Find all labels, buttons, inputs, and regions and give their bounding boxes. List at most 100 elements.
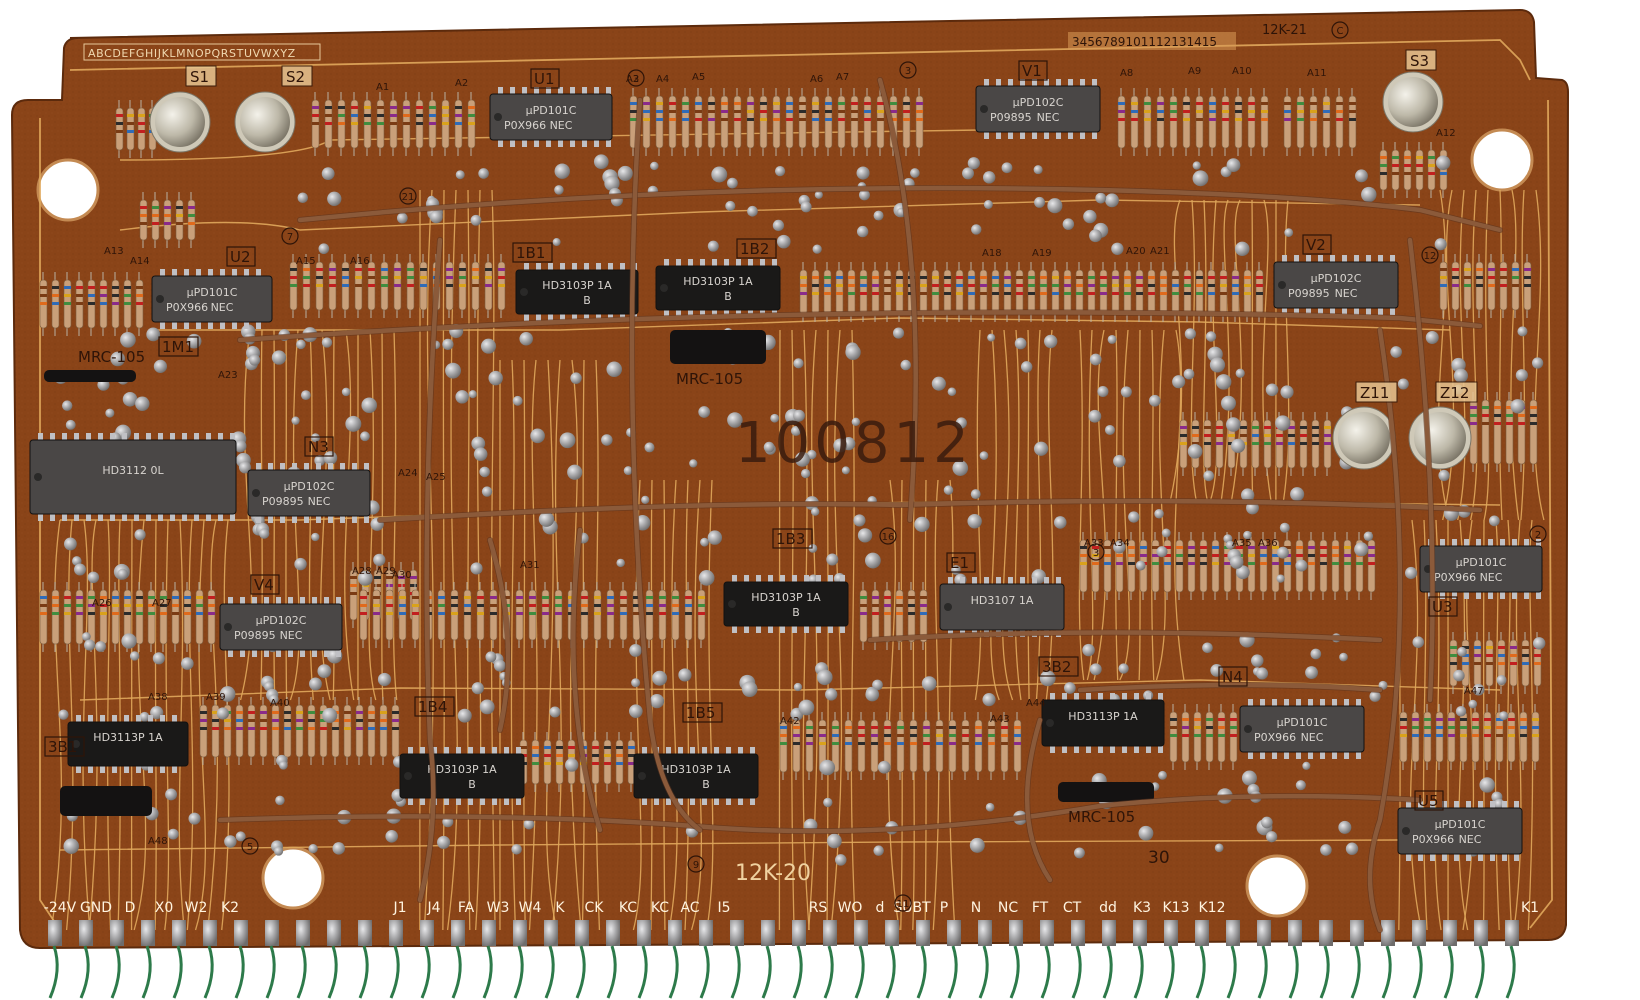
solder-joint <box>629 644 642 657</box>
resistor-band <box>1222 118 1229 121</box>
solder-joint <box>341 387 351 397</box>
resistor-band <box>1436 734 1443 737</box>
trace <box>581 359 585 931</box>
resistor-band <box>1308 546 1315 549</box>
edge-wire <box>203 945 214 999</box>
solder-joint <box>776 234 791 249</box>
resistor-band <box>786 110 793 113</box>
resistor-band <box>356 727 363 730</box>
resistor-band <box>477 612 484 615</box>
resistor <box>1322 95 1331 149</box>
resistor-band <box>544 746 551 749</box>
resistor-band <box>390 114 397 117</box>
resistor-band <box>721 118 728 121</box>
solder-joint <box>309 677 322 691</box>
solder-joint <box>1220 395 1236 411</box>
ic-notch <box>224 623 232 631</box>
resistor-band <box>1416 156 1423 159</box>
edge-wire <box>823 945 834 999</box>
resistor-designator: A36 <box>1258 538 1278 549</box>
resistor-band <box>936 742 943 745</box>
resistor-band <box>1324 442 1331 445</box>
ic-pin <box>1044 79 1049 87</box>
solder-joint <box>471 436 486 451</box>
resistor-band <box>1230 734 1237 737</box>
resistor-band <box>1204 426 1211 429</box>
jumper-wire <box>867 630 1383 643</box>
edge-wire <box>854 945 865 999</box>
ic-pin <box>1454 853 1459 861</box>
solder-joint <box>604 175 620 191</box>
resistor-band <box>76 302 83 305</box>
ic-pin <box>666 747 671 755</box>
ic-pin <box>1068 79 1073 87</box>
resistor-band <box>386 612 393 615</box>
solder-joint <box>74 563 86 576</box>
resistor-band <box>877 118 884 121</box>
edge-pad <box>1381 920 1395 946</box>
solder-joint <box>530 428 545 444</box>
solder-joint <box>741 681 758 697</box>
solder-joint <box>921 676 937 691</box>
resistor-band <box>1192 442 1199 445</box>
solder-joint <box>1183 368 1195 380</box>
solder-joint <box>1148 394 1161 407</box>
ic-pin <box>1490 853 1495 861</box>
solder-joint <box>652 670 668 686</box>
edge-wire <box>513 945 524 999</box>
solder-joint <box>1161 528 1171 538</box>
resistor-band <box>356 711 363 714</box>
resistor-band <box>1310 102 1317 105</box>
designator-box <box>1018 60 1048 81</box>
ic-pin <box>678 747 683 755</box>
edge-pad <box>637 920 651 946</box>
resistor-band <box>1488 276 1495 279</box>
resistor-band <box>1320 562 1327 565</box>
ic-pin <box>1524 539 1529 547</box>
resistor-band <box>897 734 904 737</box>
resistor <box>895 589 904 643</box>
resistor <box>343 704 352 758</box>
resistor-band <box>592 762 599 765</box>
solder-joint <box>84 639 96 651</box>
resistor-band <box>1196 276 1203 279</box>
resistor <box>307 704 316 758</box>
jumper-wire <box>237 310 1483 343</box>
ic-pin <box>1158 745 1163 753</box>
solder-joint <box>727 412 743 428</box>
resistor-band <box>1176 554 1183 557</box>
resistor-band <box>1206 718 1213 721</box>
ic-pin <box>256 321 261 329</box>
resistor-designator: A20 <box>1126 246 1146 257</box>
ic-pin <box>804 575 809 583</box>
solder-joint <box>649 693 665 709</box>
ic-designator: V2 <box>1302 234 1332 255</box>
resistor-band <box>320 727 327 730</box>
solder-joint <box>601 434 613 446</box>
resistor-band <box>949 726 956 729</box>
ic-pin <box>678 797 683 805</box>
resistor-band <box>124 604 131 607</box>
resistor-band <box>472 276 479 279</box>
ic-brand: NEC <box>1480 571 1503 584</box>
resistor-band <box>1484 726 1491 729</box>
designator-text: V1 <box>1022 62 1042 80</box>
resistor-band <box>112 596 119 599</box>
ic-pin <box>828 575 833 583</box>
solder-joint <box>1266 831 1278 843</box>
resistor-band <box>1500 268 1507 271</box>
edge-pad <box>358 920 372 946</box>
resistor-band <box>773 102 780 105</box>
resistor-band <box>1080 562 1087 565</box>
resistor-band <box>800 292 807 295</box>
jumper-wire <box>1077 682 1383 693</box>
ic-pin <box>1476 591 1481 599</box>
edge-label: CT <box>1063 900 1082 916</box>
resistor-band <box>944 284 951 287</box>
resistor <box>1343 539 1352 593</box>
resistor-band <box>620 612 627 615</box>
resistor-band <box>248 711 255 714</box>
resistor-band <box>920 612 927 615</box>
solder-joint <box>1265 383 1279 397</box>
